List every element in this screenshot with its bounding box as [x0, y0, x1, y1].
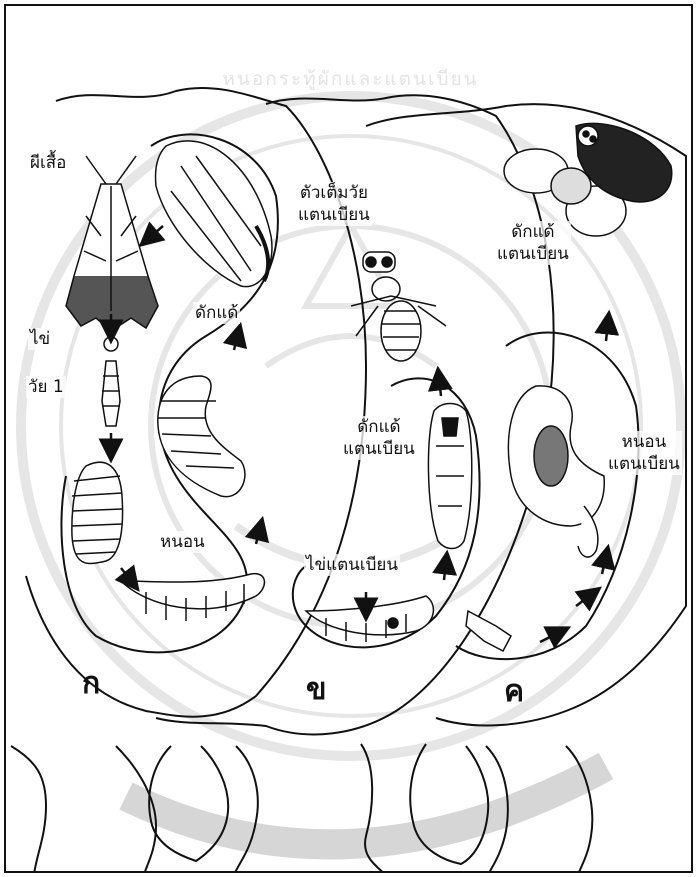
- arrow-right-4: [606, 322, 608, 341]
- arrow-larva-to-larva: [121, 568, 132, 582]
- panel-letter-c: ค: [504, 676, 524, 708]
- arrow-pupa-to-wasp-adult: [439, 378, 441, 396]
- arrow-right-3: [602, 556, 606, 574]
- moth-pupa: [155, 141, 271, 287]
- label-wasp-larva: หนอน แตนเบียน: [606, 431, 682, 475]
- panel-letter-a: ก: [82, 668, 100, 700]
- moth-egg: [104, 337, 118, 351]
- label-moth-instar1: วัย 1: [26, 376, 66, 398]
- label-wasp-pupa-panel-b: ดักแด้ แตนเบียน: [341, 416, 417, 460]
- label-moth-egg: ไข่: [28, 328, 52, 350]
- wasp-pupa-in-leaf: [428, 404, 471, 549]
- larva-vertical: [72, 462, 123, 563]
- leaf-stems: [11, 744, 592, 873]
- arrow-wasp-egg-to-pupa: [444, 562, 446, 580]
- moth-egg-and-larva: [72, 337, 265, 621]
- wasp-cocoons-and-adults: [504, 123, 672, 236]
- label-moth-pupa: ดักแด้: [193, 302, 240, 324]
- label-wasp-adult: ตัวเต็มวัย แตนเบียน: [296, 182, 372, 226]
- panel-letter-b: ข: [306, 674, 327, 706]
- first-instar-larva: [102, 361, 120, 426]
- label-moth-larva: หนอน: [158, 531, 207, 553]
- wasp-larva-in-host: [466, 386, 604, 651]
- moth-illustration: [66, 156, 158, 331]
- label-wasp-pupa-panel-c: ดักแด้ แตนเบียน: [495, 221, 571, 265]
- arrow-larva-to-curled: [256, 528, 260, 544]
- arrow-right-2: [576, 594, 592, 606]
- label-wasp-egg: ไข่แตนเบียน: [304, 554, 400, 576]
- arrow-pupa-to-moth: [148, 226, 163, 239]
- figure-frame: หนอกระทู้ผักและแตนเบียน: [4, 4, 693, 873]
- wasp-egg-host-larva: [306, 596, 433, 642]
- arrow-curled-to-pupa: [234, 334, 238, 350]
- arrow-right-1: [540, 632, 560, 642]
- label-moth-adult: ผีเสื้อ: [28, 152, 68, 174]
